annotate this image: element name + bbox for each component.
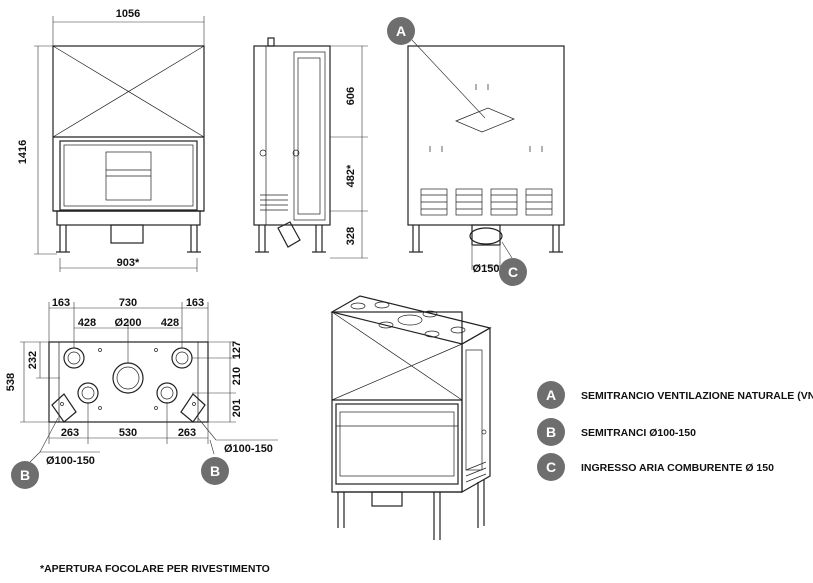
plan-bot-right-label: 263 [178, 427, 196, 439]
plan-bot-left-label: 263 [61, 427, 79, 439]
plan-row2-left-label: 428 [78, 317, 96, 329]
plan-view: 163 730 163 428 Ø200 428 538 232 127 210… [5, 297, 278, 467]
legend: A SEMITRANCIO VENTILAZIONE NATURALE (VN)… [537, 381, 813, 481]
svg-text:C: C [508, 264, 518, 280]
svg-text:SEMITRANCI Ø100-150: SEMITRANCI Ø100-150 [581, 427, 696, 439]
front-width-label: 1056 [116, 8, 140, 20]
plan-top-right-label: 163 [186, 297, 204, 309]
front-opening-label: 903* [117, 257, 140, 269]
plan-right-top-label: 127 [231, 341, 243, 359]
legend-item-c: C INGRESSO ARIA COMBURENTE Ø 150 [537, 453, 774, 481]
side-dim-top-label: 606 [345, 87, 357, 105]
plan-diam-left-label: Ø100-150 [46, 455, 95, 467]
plan-diam-right-label: Ø100-150 [224, 443, 273, 455]
bubble-b-right: B [201, 457, 229, 485]
footnote: *APERTURA FOCOLARE PER RIVESTIMENTO [40, 563, 270, 575]
side-dim-bot-label: 328 [345, 227, 357, 245]
plan-top-left-label: 163 [52, 297, 70, 309]
plan-left-inner-label: 232 [27, 351, 39, 369]
svg-text:B: B [546, 424, 556, 440]
plan-row2-right-label: 428 [161, 317, 179, 329]
svg-text:C: C [546, 459, 556, 475]
back-diameter-label: Ø150 [473, 263, 500, 275]
isometric-view [330, 295, 492, 540]
bubble-b-left: B [11, 461, 39, 489]
plan-right-bot-label: 201 [231, 399, 243, 417]
svg-text:A: A [396, 23, 406, 39]
plan-right-mid-label: 210 [231, 367, 243, 385]
side-dim-mid-label: 482* [345, 164, 357, 187]
legend-item-b: B SEMITRANCI Ø100-150 [537, 418, 696, 446]
plan-bot-mid-label: 530 [119, 427, 137, 439]
svg-text:B: B [20, 467, 30, 483]
svg-text:A: A [546, 387, 556, 403]
legend-item-a: A SEMITRANCIO VENTILAZIONE NATURALE (VN) [537, 381, 813, 409]
front-height-label: 1416 [17, 140, 29, 164]
back-view: Ø150 [407, 39, 565, 275]
plan-left-outer-label: 538 [5, 373, 17, 391]
plan-row2-mid-label: Ø200 [115, 317, 142, 329]
front-view: 1056 1416 903* [17, 8, 205, 272]
svg-text:INGRESSO ARIA COMBURENTE Ø 150: INGRESSO ARIA COMBURENTE Ø 150 [581, 462, 774, 474]
svg-text:B: B [210, 463, 220, 479]
bubble-c: C [499, 258, 527, 286]
svg-text:SEMITRANCIO VENTILAZIONE NATUR: SEMITRANCIO VENTILAZIONE NATURALE (VN) [581, 390, 813, 402]
bubble-a: A [387, 17, 415, 45]
plan-top-mid-label: 730 [119, 297, 137, 309]
side-view: 606 482* 328 [253, 37, 368, 259]
